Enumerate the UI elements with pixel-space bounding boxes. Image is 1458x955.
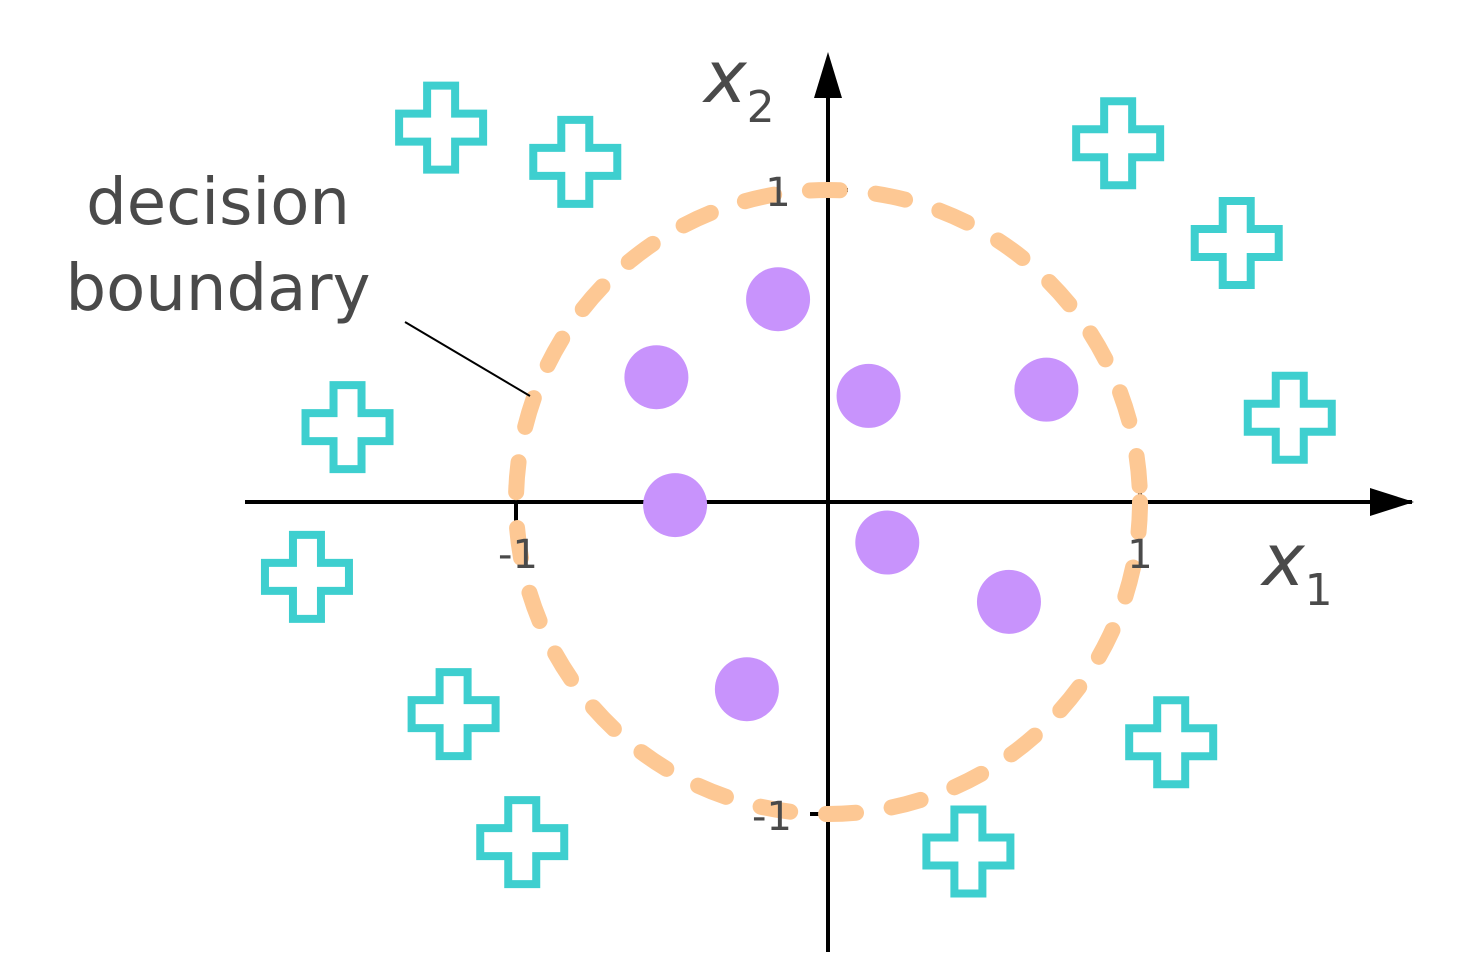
- circle-icon: [855, 510, 920, 575]
- circle-icon: [1014, 357, 1079, 422]
- annotation-line1: decision: [86, 166, 350, 240]
- plus-icon: [301, 381, 394, 474]
- x-tick-label-pos: 1: [1127, 532, 1152, 578]
- y-axis-arrow-icon: [814, 52, 842, 98]
- plus-icon: [407, 668, 500, 761]
- plus-icon: [260, 530, 353, 623]
- x-axis-label: x1: [1260, 518, 1333, 616]
- circle-icon: [714, 657, 779, 722]
- y-axis-label-sub: 2: [747, 82, 775, 133]
- plus-icon: [529, 115, 622, 208]
- annotation-line2: boundary: [66, 252, 371, 326]
- plus-icon: [476, 796, 569, 889]
- circle-icon: [976, 569, 1041, 634]
- y-tick-label-neg: -1: [752, 794, 792, 840]
- circle-icon: [624, 345, 689, 410]
- x-axis-label-sub: 1: [1305, 565, 1333, 616]
- plus-icon: [1190, 197, 1283, 290]
- plus-icon: [1243, 371, 1336, 464]
- y-axis-label-var: x: [702, 35, 748, 119]
- circle-icon: [836, 363, 901, 428]
- annotation-pointer: [404, 321, 531, 397]
- x-tick-label-neg: -1: [498, 532, 538, 578]
- circle-icon: [746, 267, 811, 332]
- decision-boundary-circle: [508, 182, 1148, 822]
- plus-icon: [1125, 696, 1218, 789]
- y-axis-label: x2: [702, 35, 775, 133]
- y-tick-label-pos: 1: [765, 170, 790, 216]
- plus-icon: [922, 805, 1015, 898]
- x-axis-label-var: x: [1260, 518, 1306, 602]
- plus-icon: [395, 81, 488, 174]
- x-axis-arrow-icon: [1370, 488, 1414, 516]
- data-points: [260, 81, 1336, 898]
- plus-icon: [1072, 97, 1165, 190]
- circle-icon: [643, 473, 708, 538]
